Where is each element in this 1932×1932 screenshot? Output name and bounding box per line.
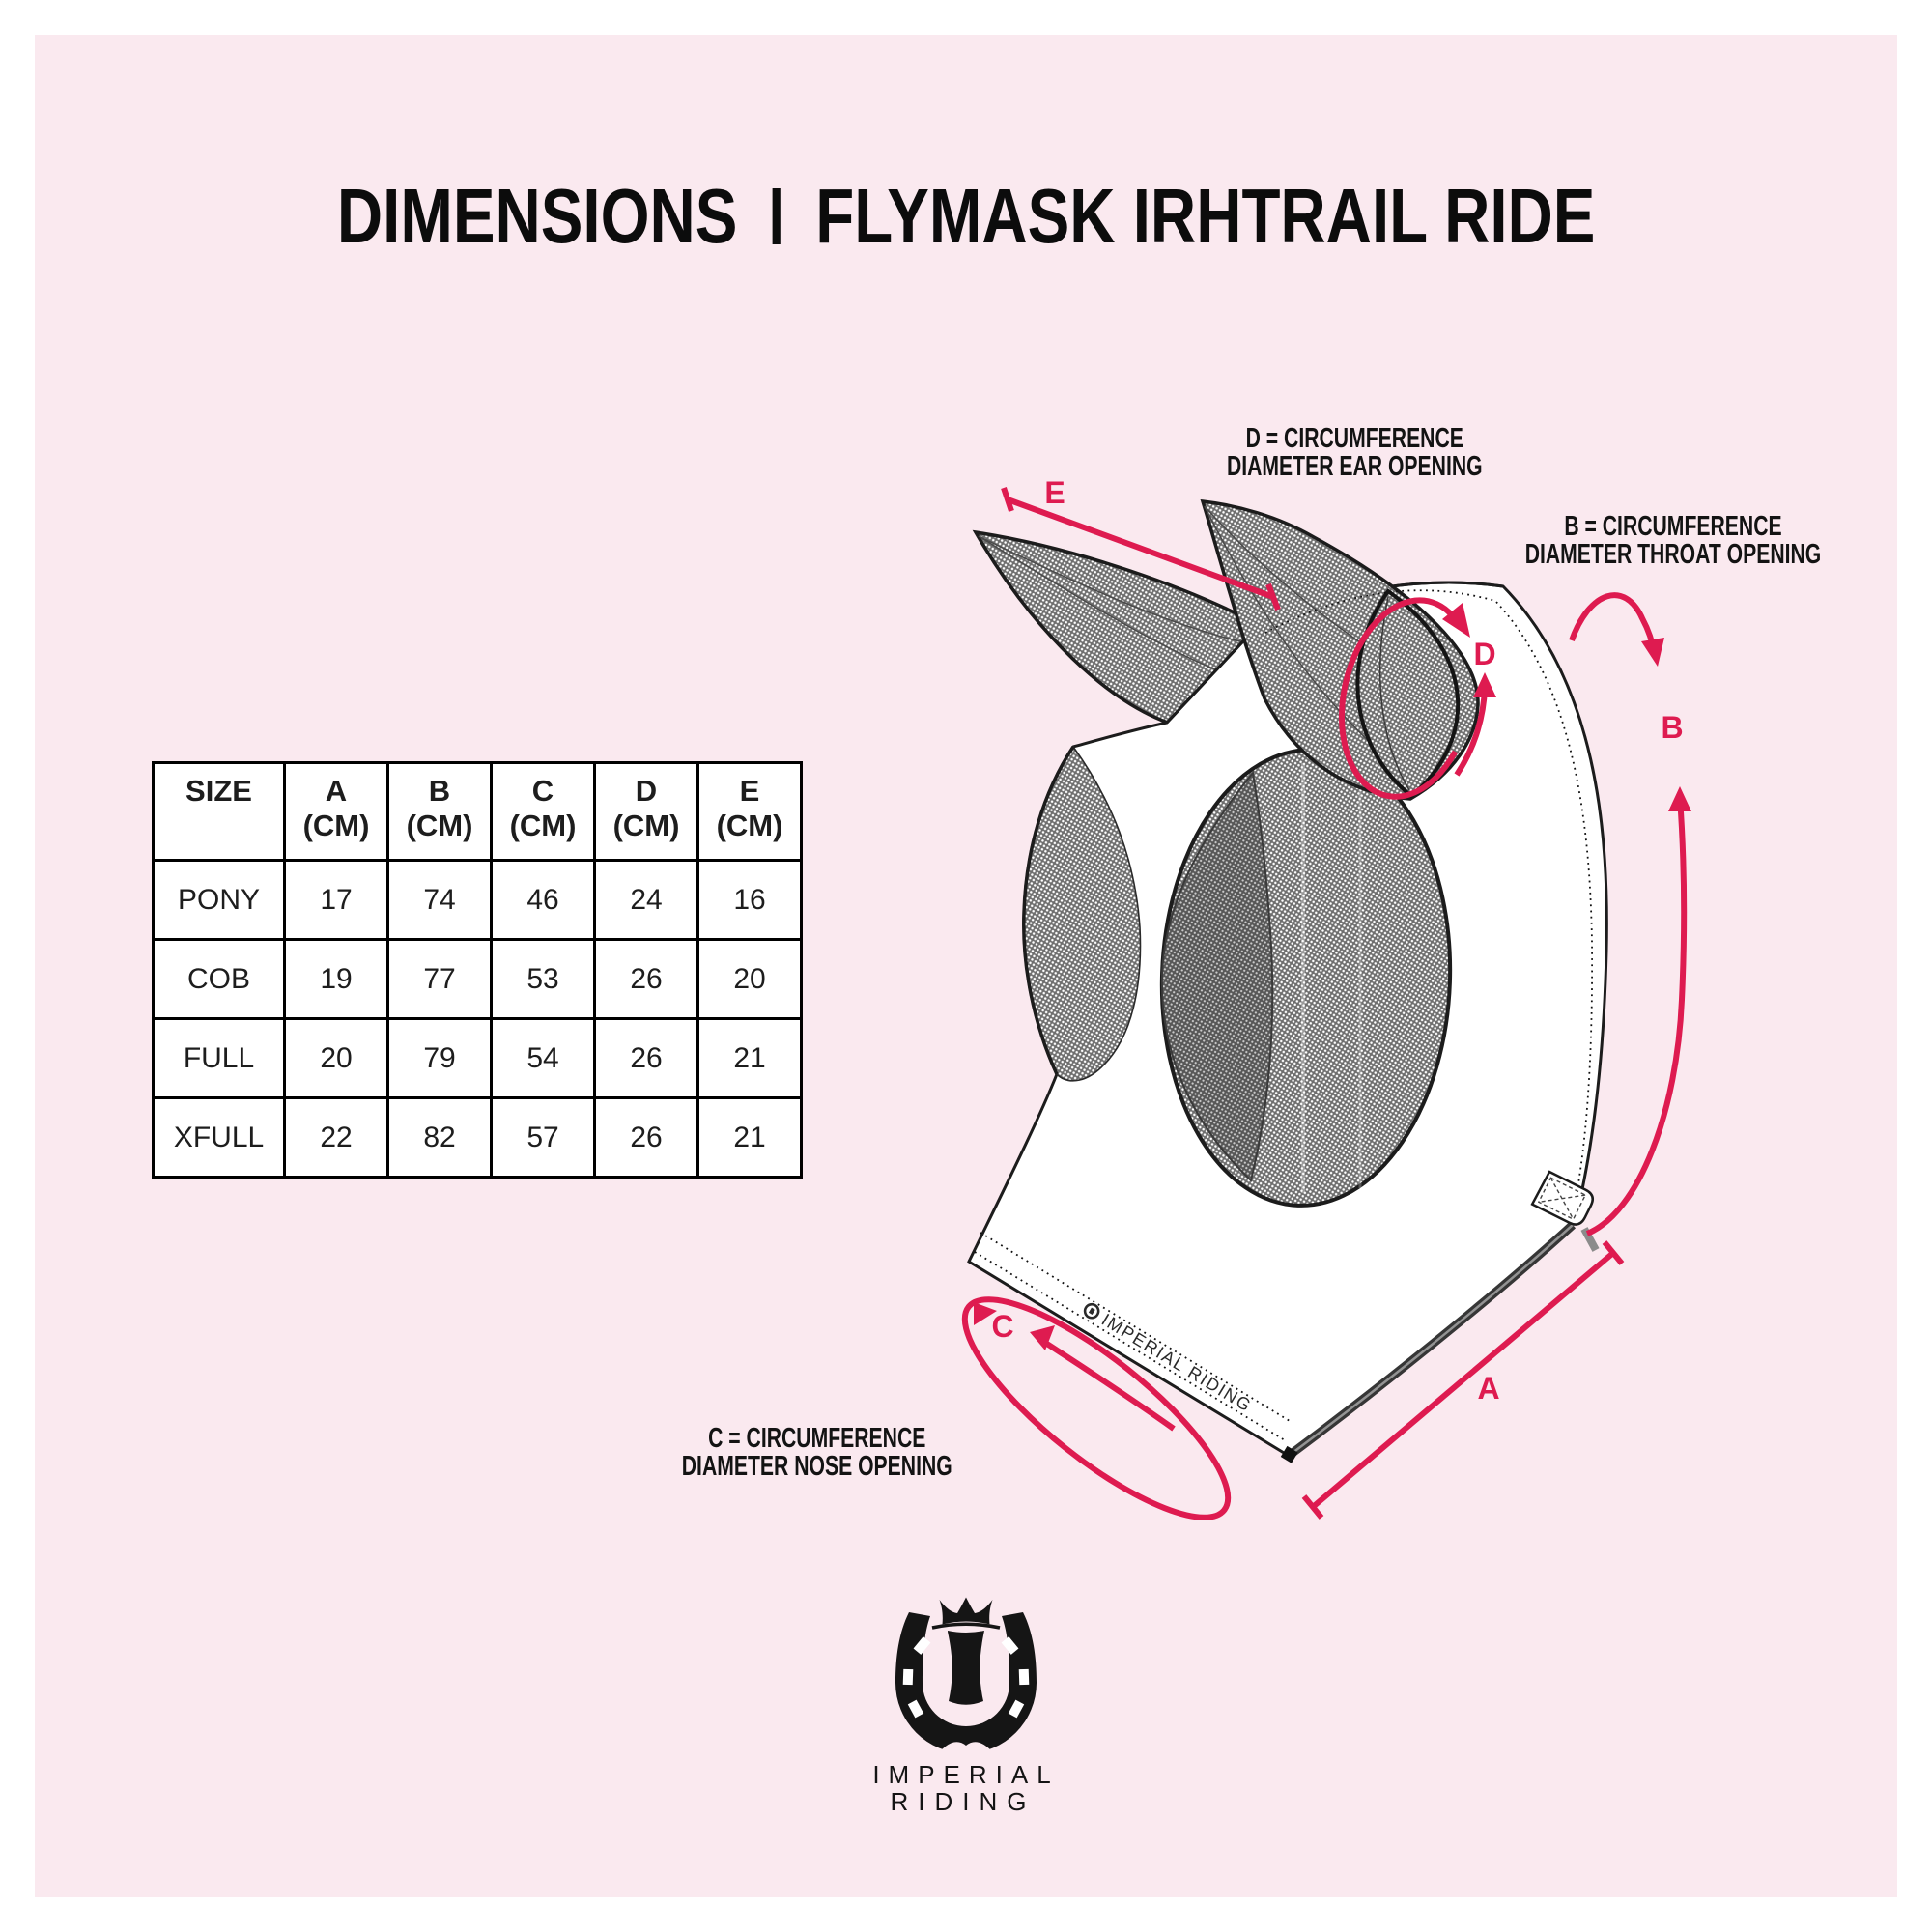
- svg-text:D: D: [1473, 637, 1495, 671]
- svg-text:A: A: [1477, 1371, 1499, 1406]
- svg-text:E: E: [1044, 475, 1065, 510]
- svg-text:B: B: [1661, 710, 1683, 745]
- svg-text:C: C: [991, 1309, 1013, 1344]
